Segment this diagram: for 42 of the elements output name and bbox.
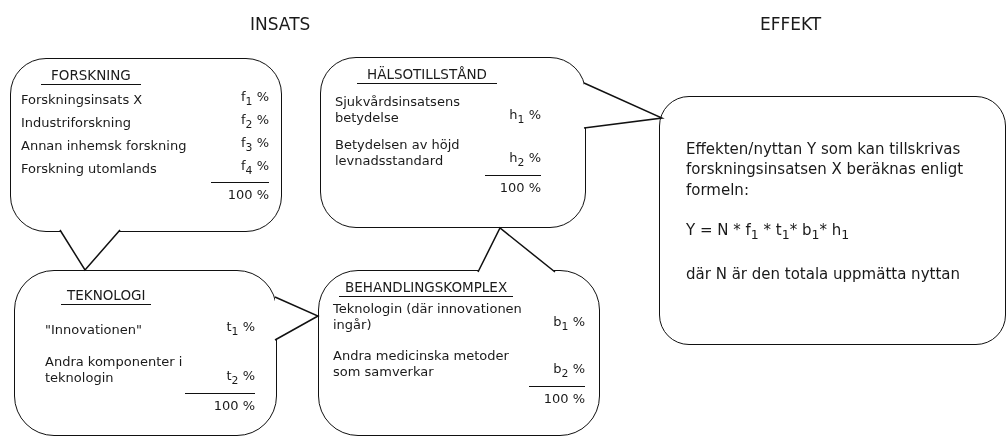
- bubble-tail: [583, 81, 665, 129]
- bubble-tail: [58, 229, 122, 272]
- row-label: Teknologin (där innovationen ingår): [333, 301, 523, 334]
- bubble-heading: HÄLSOTILLSTÅND: [357, 66, 497, 84]
- total-value: 100 %: [185, 392, 255, 414]
- row-label: Industriforskning: [21, 115, 132, 132]
- percent-value: t$_{2}$ %: [225, 367, 255, 387]
- percent-value: b$_{2}$ %: [552, 360, 585, 380]
- row-label: Sjukvårdsinsatsens betydelse: [335, 94, 461, 127]
- percent-value: t$_{1}$ %: [225, 319, 255, 339]
- bubble-tail: [476, 226, 558, 273]
- bubble-tail: [274, 295, 320, 342]
- row-label: Forskningsinsats X: [21, 91, 144, 109]
- row-label: "Innovationen": [45, 321, 144, 339]
- row-label: Andra komponenter i teknologin: [45, 354, 184, 387]
- percent-value: h$_{1}$ %: [508, 107, 541, 127]
- column-heading: EFFEKT: [760, 14, 822, 34]
- speech-bubble: [659, 96, 1006, 345]
- formula-text: Y = N * f$_{1}$ * t$_{1}$* b$_{1}$* h$_{1}$: [686, 219, 851, 244]
- speech-bubble: [14, 270, 277, 436]
- column-heading: INSATS: [250, 14, 311, 34]
- percent-value: f$_{1}$ %: [240, 89, 269, 109]
- row-label: Betydelsen av höjd levnadsstandard: [335, 136, 461, 169]
- formula-text: Effekten/nyttan Y som kan tillskrivas forskningsinsatsen X beräknas enligt formeln:: [686, 139, 965, 200]
- percent-value: f$_{2}$ %: [240, 112, 269, 132]
- row-label: Forskning utomlands: [21, 161, 158, 178]
- total-value: 100 %: [211, 181, 269, 203]
- percent-value: b$_{1}$ %: [552, 314, 585, 334]
- percent-value: h$_{2}$ %: [508, 149, 541, 169]
- percent-value: f$_{4}$ %: [240, 158, 269, 178]
- speech-bubble: [320, 57, 586, 228]
- percent-value: f$_{3}$ %: [240, 135, 269, 155]
- total-value: 100 %: [485, 175, 541, 197]
- bubble-heading: BEHANDLINGSKOMPLEX: [339, 279, 514, 297]
- row-label: Andra medicinska metoder som samverkar: [333, 347, 510, 380]
- formula-text: där N är den totala uppmätta nyttan: [686, 263, 961, 284]
- total-value: 100 %: [529, 386, 585, 408]
- row-label: Annan inhemsk forskning: [21, 138, 188, 155]
- bubble-heading: TEKNOLOGI: [61, 287, 152, 305]
- speech-bubble: [318, 270, 600, 436]
- speech-bubble: [10, 58, 282, 232]
- bubble-heading: FORSKNING: [41, 67, 141, 85]
